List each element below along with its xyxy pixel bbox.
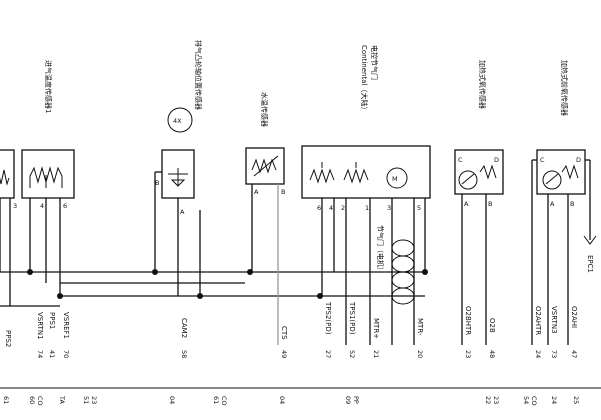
connector-label: CO (220, 396, 228, 406)
pin-label: 2 (341, 204, 345, 212)
signal-label: VSREF1 (62, 312, 70, 339)
pin-label: B (281, 188, 285, 196)
connector-label: TA (58, 395, 66, 404)
pin-label: 5 (417, 204, 421, 212)
pin-label: 1 (365, 204, 369, 212)
signal-label: CAM2 (180, 318, 188, 338)
pin-label: C (458, 156, 463, 164)
pin-number: 58 (180, 350, 188, 358)
pin-label: A (464, 200, 469, 208)
connector-label: 04 (278, 396, 286, 404)
pin-label: 4 (40, 202, 44, 210)
signal-label: CTS (280, 326, 288, 340)
pin-number: 23 (464, 350, 472, 358)
connector-label: 60 (28, 396, 36, 404)
pin-number: 74 (36, 350, 44, 358)
pin-number: 41 (48, 350, 56, 358)
twisted-pair-coil (391, 239, 415, 305)
svg-text:M: M (392, 175, 398, 183)
signal-label: O2AHI (570, 306, 578, 328)
intake-temp-sensor-1 (0, 149, 75, 306)
heated-o2-sensor-a (531, 149, 591, 345)
pin-label: D (576, 156, 581, 164)
throttle-brand-label: Continental（大陆） (360, 45, 369, 113)
resistor-symbol (0, 169, 10, 186)
motor-label: 节气门（电机） (376, 225, 385, 274)
pin-label: 4 (329, 204, 333, 212)
sensor1-label: 进气温度传感器1 (44, 60, 53, 113)
signal-label: TPS2(PD) (324, 301, 332, 335)
signal-label: VSRTN1 (36, 312, 44, 340)
connector-label: 23 (492, 396, 500, 404)
connector-label: CO (36, 396, 44, 406)
connector-label: 04 (168, 396, 176, 404)
coolant-temp-sensor (245, 147, 285, 345)
signal-label: MTR- (416, 318, 424, 336)
cam-sensor-label: 排气凸轮轴位置传感器 (194, 40, 203, 110)
signal-label: TPS1(PD) (348, 301, 356, 335)
pin-number: 73 (550, 350, 558, 358)
pin-label: 6 (63, 202, 67, 210)
pin-number: 24 (534, 350, 542, 358)
pin-number: 27 (324, 350, 332, 358)
pin-number: 70 (62, 350, 70, 358)
signal-label: O2BHTR (464, 306, 472, 335)
pin-label: A (254, 188, 259, 196)
pin-number: 20 (416, 350, 424, 358)
signal-label: PPS1 (48, 312, 56, 329)
pin-label: A (550, 200, 555, 208)
pin-number: 48 (488, 350, 496, 358)
cam-position-sensor: 4X (154, 107, 201, 296)
connector-label: 61 (2, 396, 10, 404)
left-partial-component (0, 149, 15, 199)
pin-number: 47 (570, 350, 578, 358)
pin-label: B (570, 200, 574, 208)
connector-label: 61 (212, 396, 220, 404)
signal-label: O2AHTR (534, 306, 542, 335)
o2b-label: 加热式氧传感器 (478, 60, 487, 109)
ground-symbol (583, 232, 597, 245)
pin-label: B (488, 200, 492, 208)
signal-label: VSRTN3 (550, 306, 558, 334)
pin-label: B (155, 179, 159, 187)
throttle-label: 电控节气门 (370, 45, 379, 80)
connector-label: CO (530, 396, 538, 406)
o2a-label: 加热式前氧传感器 (560, 60, 569, 116)
connector-label: 25 (572, 396, 580, 404)
pin-label: C (540, 156, 545, 164)
pin-number: 49 (280, 350, 288, 358)
connector-label: 24 (550, 396, 558, 404)
pin-label: D (494, 156, 499, 164)
connector-label: 09 (344, 396, 352, 404)
pin-label: 6 (317, 204, 321, 212)
cts-label: 水温传感器 (260, 92, 269, 127)
pps2-label: PPS2 (4, 330, 12, 347)
heated-o2-sensor-b (454, 149, 504, 345)
connector-label: 51 (82, 396, 90, 404)
epc1-label: EPC1 (586, 255, 594, 273)
connector-label: 22 (484, 396, 492, 404)
signal-label: O2B (488, 318, 496, 333)
pin-label: 3 (13, 202, 17, 210)
electronic-throttle: M (301, 145, 431, 345)
connector-label: PP (352, 396, 360, 404)
pin-label: 3 (387, 204, 391, 212)
cam-badge: 4X (173, 117, 182, 125)
pin-number: 52 (348, 350, 356, 358)
connector-label: 23 (90, 396, 98, 404)
pin-number: 21 (372, 350, 380, 358)
pin-label: A (180, 208, 185, 216)
connector-label: 54 (522, 396, 530, 404)
signal-label: MTR+ (372, 318, 380, 339)
